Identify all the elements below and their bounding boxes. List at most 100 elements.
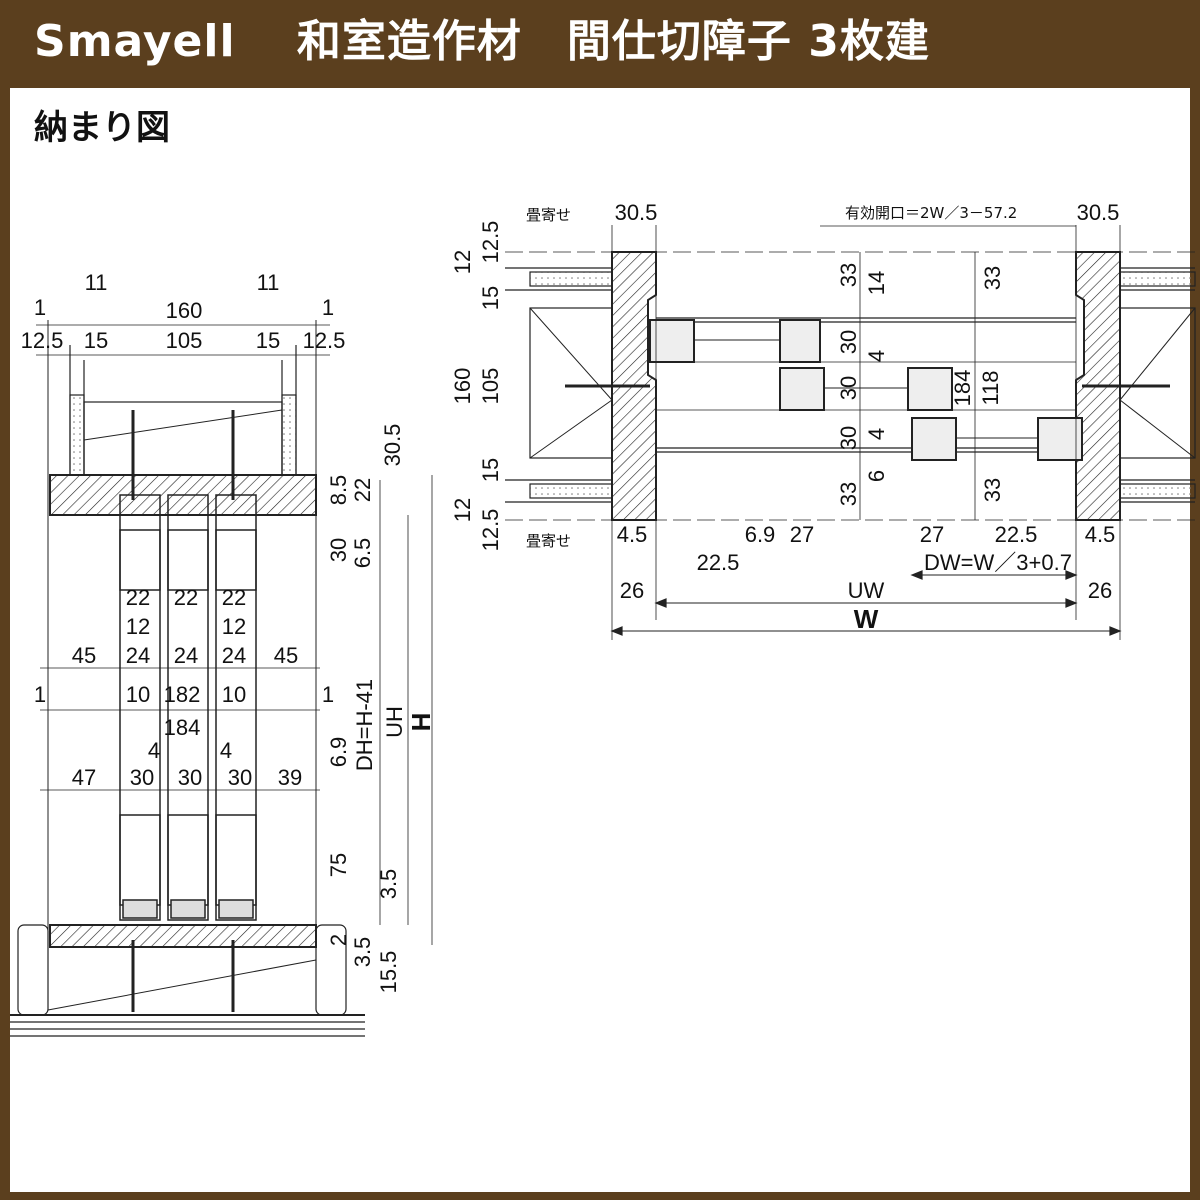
- dim-text: UW: [848, 578, 885, 603]
- dim-text: 30: [326, 538, 351, 562]
- dim-text: 24: [126, 643, 150, 668]
- dim-text: 6: [864, 470, 889, 482]
- dim-text: 33: [980, 478, 1005, 502]
- dim-text: 10: [222, 682, 246, 707]
- dim-text: 12.5: [303, 328, 346, 353]
- dim-text: 26: [620, 578, 644, 603]
- dim-text: 3.5: [376, 869, 401, 900]
- dim-text: 30.5: [1077, 200, 1120, 225]
- dim-text: 3.5: [350, 937, 375, 968]
- plan-left-dims: 12.5 12 15 160 105 15 12 12.5: [450, 221, 503, 552]
- dim-text: 30: [836, 426, 861, 450]
- dim-text: 6.5: [350, 538, 375, 569]
- dim-text: DH=H-41: [352, 679, 377, 771]
- dim-text: 4: [864, 428, 889, 440]
- dim-text: 27: [790, 522, 814, 547]
- dim-text: 160: [166, 298, 203, 323]
- section-inner-dims: 22 22 22 12 12 24 24 24 10 182 10 184 4 …: [126, 585, 252, 790]
- dim-text: 15: [478, 458, 503, 482]
- dim-text: 22: [350, 478, 375, 502]
- dim-text: 30: [228, 765, 252, 790]
- dim-text: 22.5: [697, 550, 740, 575]
- section-title: 納まり図: [34, 108, 170, 148]
- dim-text: 12.5: [478, 221, 503, 264]
- tatami-yose-top-label: 畳寄せ: [526, 206, 571, 224]
- dim-text: 11: [85, 270, 108, 295]
- dim-text: 4: [148, 738, 160, 763]
- dim-text: 26: [1088, 578, 1112, 603]
- dim-text: 1: [322, 295, 334, 320]
- dim-text: 4: [220, 738, 232, 763]
- effective-opening-label: 有効開口＝2W／3－57.2: [845, 204, 1017, 222]
- dim-text: 6.9: [745, 522, 776, 547]
- dim-text: 105: [478, 368, 503, 405]
- dim-text: 8.5: [326, 475, 351, 506]
- dim-text: 184: [164, 715, 201, 740]
- dim-text: 30.5: [615, 200, 658, 225]
- section-side-dims: 45 45 1 1 47 39: [34, 643, 334, 790]
- dim-text: 12: [450, 498, 475, 522]
- dim-text: 2: [326, 934, 351, 946]
- section-view: [10, 320, 433, 1037]
- dim-text: 22: [222, 585, 246, 610]
- dim-text: 1: [34, 682, 46, 707]
- dim-text: 4.5: [617, 522, 648, 547]
- dim-text: UH: [382, 706, 407, 738]
- dim-text: 12.5: [478, 509, 503, 552]
- dim-text: 11: [257, 270, 280, 295]
- dim-text: 24: [174, 643, 198, 668]
- dim-text: 15.5: [376, 951, 401, 994]
- plan-top-dims: 30.5 30.5: [615, 200, 1120, 225]
- section-top-dims: 1 11 160 11 1 12.5 15 105 15 12.5: [21, 270, 346, 353]
- dim-text: 1: [34, 295, 46, 320]
- dim-text: 27: [920, 522, 944, 547]
- dim-text: 30: [130, 765, 154, 790]
- dim-text: 30: [178, 765, 202, 790]
- dim-text: 184: [950, 370, 975, 407]
- dim-text: 14: [864, 271, 889, 295]
- page-title: Smayell 和室造作材 間仕切障子 3枚建: [34, 16, 930, 67]
- header-bar: Smayell 和室造作材 間仕切障子 3枚建: [0, 0, 1200, 88]
- dim-text: 30.5: [380, 424, 405, 467]
- dim-text: 1: [322, 682, 334, 707]
- dim-text: 33: [980, 266, 1005, 290]
- dim-text: 12: [222, 614, 246, 639]
- dim-text: 15: [84, 328, 108, 353]
- dim-text: H: [406, 713, 436, 732]
- dim-text: 45: [72, 643, 96, 668]
- dim-text: 15: [478, 286, 503, 310]
- dim-text: 30: [836, 330, 861, 354]
- dim-text: 182: [164, 682, 201, 707]
- plan-bottom-dims: 4.5 22.5 6.9 27 27 22.5 4.5 DW=W／3+0.7 2…: [617, 522, 1116, 634]
- dim-text: 6.9: [326, 737, 351, 768]
- tatami-yose-bottom-label: 畳寄せ: [526, 532, 571, 550]
- plan-middle-dims: 33 14 33 30 4 30 184 118 30 4 6 33 33: [836, 263, 1005, 506]
- dim-text: 24: [222, 643, 246, 668]
- dim-text: W: [854, 604, 879, 634]
- dim-text: 118: [978, 370, 1003, 405]
- dim-text: 12.5: [21, 328, 64, 353]
- dim-text: 12: [450, 250, 475, 274]
- dim-text: 22: [126, 585, 150, 610]
- dim-text: 15: [256, 328, 280, 353]
- dim-text: 33: [836, 482, 861, 506]
- dim-text: 47: [72, 765, 96, 790]
- dim-text: 105: [166, 328, 203, 353]
- dim-text: 45: [274, 643, 298, 668]
- dim-text: 30: [836, 376, 861, 400]
- dim-text: 4: [864, 350, 889, 362]
- dim-text: 39: [278, 765, 302, 790]
- dim-text: 22: [174, 585, 198, 610]
- dim-text: 10: [126, 682, 150, 707]
- dim-text: DW=W／3+0.7: [924, 550, 1072, 575]
- dim-text: 4.5: [1085, 522, 1116, 547]
- plan-view: [505, 225, 1196, 640]
- section-right-dims: 30.5 8.5 22 30 6.5 DH=H-41 UH H 6.9 75 3…: [326, 424, 436, 994]
- dim-text: 75: [326, 853, 351, 877]
- dim-text: 22.5: [995, 522, 1038, 547]
- dim-text: 33: [836, 263, 861, 287]
- dim-text: 12: [126, 614, 150, 639]
- dim-text: 160: [450, 368, 475, 405]
- plan-labels: 畳寄せ 畳寄せ 有効開口＝2W／3－57.2: [526, 204, 1017, 550]
